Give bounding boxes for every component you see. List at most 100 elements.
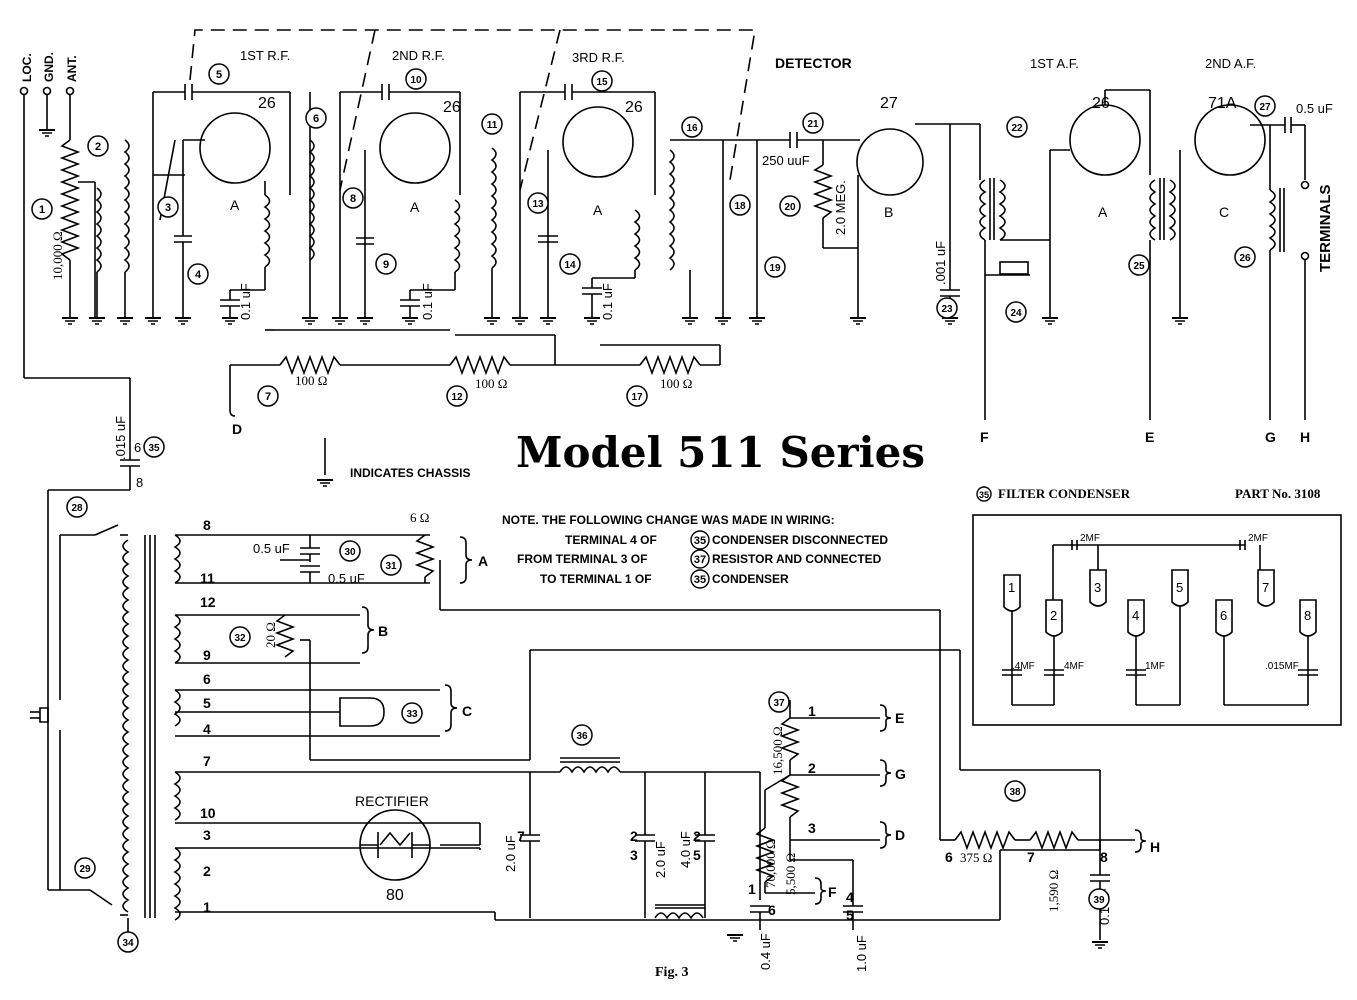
filter-box-cap-6: .015MF bbox=[1265, 661, 1299, 672]
heater-letter-af2: C bbox=[1219, 204, 1229, 220]
part-callout-circle bbox=[31, 198, 53, 220]
value-r37-top: 16,500 Ω bbox=[770, 726, 785, 775]
part-callout-circle bbox=[375, 253, 397, 275]
heater-letter-af1: A bbox=[1098, 204, 1108, 220]
value-c30-top: 0.5 uF bbox=[253, 541, 290, 556]
terminals-label: TERMINALS bbox=[1317, 185, 1334, 273]
filter-box-cap-5: 1MF bbox=[1145, 661, 1165, 672]
part-callout-16: 16 bbox=[686, 123, 698, 134]
chassis-note: INDICATES CHASSIS bbox=[350, 466, 470, 480]
wiring-note-line2a: TERMINAL 4 OF bbox=[565, 533, 657, 547]
terminal-braces bbox=[229, 409, 1147, 905]
rectifier-label: RECTIFIER bbox=[355, 793, 429, 809]
voltage-divider bbox=[754, 700, 1135, 894]
value-r1: 10,000 Ω bbox=[50, 231, 65, 280]
part-callout-20: 20 bbox=[784, 202, 796, 213]
divider-pin-2: 2 bbox=[808, 760, 816, 776]
bus-letter-f-top: F bbox=[980, 429, 989, 445]
part-callout-34: 34 bbox=[122, 938, 134, 949]
part-callout-18: 18 bbox=[734, 201, 746, 212]
part-callout-circle bbox=[66, 496, 88, 518]
part-callout-14: 14 bbox=[564, 260, 576, 271]
part-callout-circle bbox=[481, 113, 503, 135]
part-callout-10: 10 bbox=[410, 75, 422, 86]
part-callout-37: 37 bbox=[773, 698, 785, 709]
value-r17: 100 Ω bbox=[660, 376, 692, 391]
audio-stage-2 bbox=[1149, 104, 1310, 420]
part-callout-36: 36 bbox=[576, 731, 588, 742]
bus-letter-g-psu: G bbox=[895, 766, 906, 782]
tube-type-det: 27 bbox=[880, 95, 898, 112]
value-c35-pin2: 8 bbox=[136, 475, 143, 490]
bus-letter-f-psu: F bbox=[828, 884, 837, 900]
part-callout-circle bbox=[446, 385, 468, 407]
value-r12: 100 Ω bbox=[475, 376, 507, 391]
transformer-pin-3: 3 bbox=[203, 827, 211, 843]
part-callout-21: 21 bbox=[807, 119, 819, 130]
filter-pin-a3: 3 bbox=[630, 847, 638, 863]
value-r37-b: 70,000 Ω bbox=[763, 839, 778, 888]
part-callout-29: 29 bbox=[79, 864, 91, 875]
stage-label-rf3: 3RD R.F. bbox=[572, 50, 625, 65]
tube-type-rectifier: 80 bbox=[386, 887, 404, 904]
divider-pin-7: 7 bbox=[1027, 849, 1035, 865]
part-callout-circle bbox=[229, 626, 251, 648]
tube-type-rf1: 26 bbox=[258, 95, 276, 112]
part-callout-circle bbox=[342, 187, 364, 209]
transformer-pin-8: 8 bbox=[203, 517, 211, 533]
filter-condenser-box bbox=[972, 514, 1342, 726]
tube-type-rf3: 26 bbox=[625, 99, 643, 116]
bus-letter-d-psu: D bbox=[895, 827, 905, 843]
value-c35-top: .015 uF bbox=[113, 416, 128, 460]
filter-pin-b1: 1 bbox=[748, 881, 756, 897]
wiring-note-line1: NOTE. THE FOLLOWING CHANGE WAS MADE IN W… bbox=[502, 513, 835, 527]
part-callout-30: 30 bbox=[344, 547, 356, 558]
part-callout-circle bbox=[1006, 116, 1028, 138]
bus-letter-c-psu: C bbox=[462, 703, 472, 719]
value-r7: 100 Ω bbox=[295, 373, 327, 388]
part-callout-circle bbox=[257, 385, 279, 407]
part-callout-circle bbox=[626, 385, 648, 407]
part-callout-38: 38 bbox=[1009, 787, 1021, 798]
part-callout-circle bbox=[74, 857, 96, 879]
transformer-pin-10: 10 bbox=[200, 805, 216, 821]
stage-label-detector: DETECTOR bbox=[775, 55, 852, 71]
bus-letter-h-psu: H bbox=[1150, 839, 1160, 855]
part-callout-22: 22 bbox=[1011, 123, 1023, 134]
part-callout-circle bbox=[768, 691, 790, 713]
wiring-note-line4a: TO TERMINAL 1 OF bbox=[540, 572, 652, 586]
value-c35-pins: 6 bbox=[134, 440, 141, 455]
filter-box-terminal-3: 3 bbox=[1094, 580, 1101, 595]
heater-letter-rf3: A bbox=[593, 202, 603, 218]
wiring-note-line4b: CONDENSER bbox=[712, 572, 789, 586]
part-callout-circle bbox=[208, 63, 230, 85]
part-callout-circle bbox=[527, 192, 549, 214]
part-callout-circle bbox=[571, 724, 593, 746]
part-callout-circle bbox=[117, 931, 139, 953]
filter-box-ref: 35 bbox=[979, 490, 989, 500]
part-callout-7: 7 bbox=[265, 391, 271, 403]
filter-box-terminal-5: 5 bbox=[1176, 580, 1183, 595]
part-callout-circle bbox=[157, 196, 179, 218]
heater-letter-rf2: A bbox=[410, 199, 420, 215]
wiring-note-line3a: FROM TERMINAL 3 OF bbox=[517, 552, 647, 566]
diagram-title: Model 511 Series bbox=[516, 428, 925, 477]
wiring-note-line3b: RESISTOR AND CONNECTED bbox=[712, 552, 882, 566]
part-callout-23: 23 bbox=[941, 304, 953, 315]
transformer-pin-4: 4 bbox=[203, 721, 211, 737]
part-callout-26: 26 bbox=[1239, 253, 1251, 264]
part-callout-6: 6 bbox=[313, 113, 319, 125]
part-callout-27: 27 bbox=[1259, 102, 1271, 113]
part-callout-25: 25 bbox=[1133, 261, 1145, 272]
transformer-pin-11: 11 bbox=[200, 570, 215, 586]
transformer-pin-7: 7 bbox=[203, 753, 211, 769]
part-callout-17: 17 bbox=[631, 392, 643, 403]
bus-letter-g-top: G bbox=[1265, 429, 1276, 445]
part-callout-circle bbox=[681, 116, 703, 138]
part-callout-circle bbox=[1088, 888, 1110, 910]
filter-box-cap-2: 2MF bbox=[1248, 533, 1268, 544]
figure-caption: Fig. 3 bbox=[655, 965, 688, 980]
note-ref-35a: 35 bbox=[694, 535, 706, 547]
bus-letter-a-psu: A bbox=[478, 553, 488, 569]
